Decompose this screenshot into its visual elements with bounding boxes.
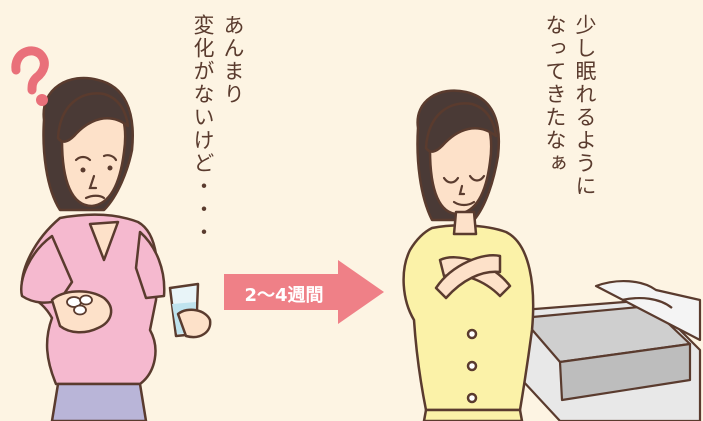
pills-icon xyxy=(66,294,93,316)
woman-after xyxy=(402,89,535,421)
happy-face xyxy=(442,174,486,207)
after-speech: 少し眠れるように なってきたなぁ xyxy=(540,14,600,198)
after-speech-line-2: なってきたなぁ xyxy=(543,14,567,175)
woman-before xyxy=(20,76,212,421)
before-speech-line-2: 変化がないけど・・・ xyxy=(191,14,215,244)
bed-icon xyxy=(520,279,702,421)
worried-face xyxy=(74,154,118,200)
before-speech: あんまり 変化がないけど・・・ xyxy=(188,14,248,244)
duration-label: 2〜4週間 xyxy=(244,285,324,306)
before-speech-line-1: あんまり xyxy=(221,14,245,106)
right-arrow-icon xyxy=(224,260,384,324)
question-mark-icon xyxy=(11,46,49,106)
after-speech-line-1: 少し眠れるように xyxy=(573,14,597,198)
